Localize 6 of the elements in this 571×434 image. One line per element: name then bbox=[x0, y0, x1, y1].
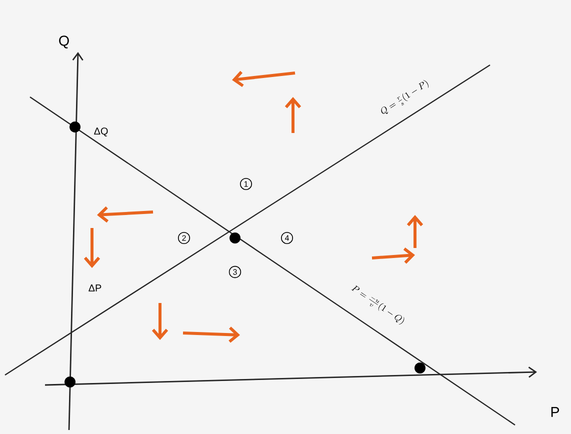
axis-label: P bbox=[551, 407, 560, 417]
line-equation: $P=\frac{-u}{v}(1-Q)$ bbox=[351, 285, 404, 324]
point-label: ΔQ bbox=[94, 128, 108, 136]
line-equation: $Q=\frac{r}{s}(1-P)$ bbox=[381, 80, 428, 114]
point-label: ΔP bbox=[88, 284, 102, 292]
axis-label: Q bbox=[59, 36, 69, 48]
